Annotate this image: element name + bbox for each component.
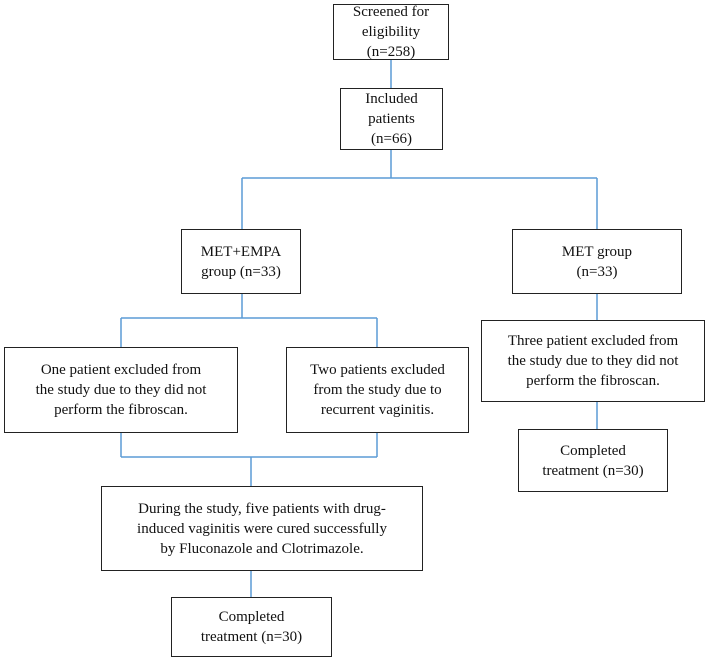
screened-box: Screened for eligibility (n=258) bbox=[333, 4, 449, 60]
completed-met-empa-count: treatment (n=30) bbox=[200, 629, 303, 645]
completed-met-box: Completed treatment (n=30) bbox=[518, 429, 668, 492]
during-study-line1: During the study, five patients with dru… bbox=[138, 500, 386, 517]
met-empa-group-box: MET+EMPA group (n=33) bbox=[181, 229, 301, 294]
excluded-one-line3: perform the fibroscan. bbox=[54, 402, 188, 418]
met-empa-count: group (n=33) bbox=[201, 263, 281, 280]
screened-count: (n=258) bbox=[366, 44, 416, 60]
during-study-box: During the study, five patients with dru… bbox=[101, 486, 423, 571]
met-label: MET group bbox=[561, 243, 633, 260]
during-study-line3: by Fluconazole and Clotrimazole. bbox=[160, 540, 364, 557]
completed-met-empa-label: Completed bbox=[218, 609, 285, 625]
included-label: Included patients bbox=[365, 91, 418, 127]
included-box: Included patients (n=66) bbox=[340, 88, 443, 150]
excluded-one-line2: the study due to they did not bbox=[35, 382, 207, 398]
excluded-three-line3: perform the fibroscan. bbox=[526, 373, 660, 389]
completed-met-empa-box: Completed treatment (n=30) bbox=[171, 597, 332, 657]
excluded-three-line1: Three patient excluded from bbox=[507, 333, 679, 349]
excluded-one-line1: One patient excluded from bbox=[40, 362, 202, 378]
excluded-one-box: One patient excluded from the study due … bbox=[4, 347, 238, 433]
met-empa-label: MET+EMPA bbox=[200, 243, 282, 260]
excluded-two-box: Two patients excluded from the study due… bbox=[286, 347, 469, 433]
during-study-line2: induced vaginitis were cured successfull… bbox=[137, 520, 387, 537]
excluded-three-line2: the study due to they did not bbox=[507, 353, 679, 369]
excluded-two-line1: Two patients excluded bbox=[310, 362, 445, 378]
met-count: (n=33) bbox=[576, 263, 618, 280]
excluded-two-line3: recurrent vaginitis. bbox=[320, 402, 435, 418]
met-group-box: MET group (n=33) bbox=[512, 229, 682, 294]
excluded-two-line2: from the study due to bbox=[313, 382, 442, 398]
included-count: (n=66) bbox=[371, 131, 412, 147]
excluded-three-box: Three patient excluded from the study du… bbox=[481, 320, 705, 402]
screened-label: Screened for eligibility bbox=[352, 4, 430, 40]
completed-met-count: treatment (n=30) bbox=[542, 462, 644, 479]
completed-met-label: Completed bbox=[560, 442, 626, 459]
